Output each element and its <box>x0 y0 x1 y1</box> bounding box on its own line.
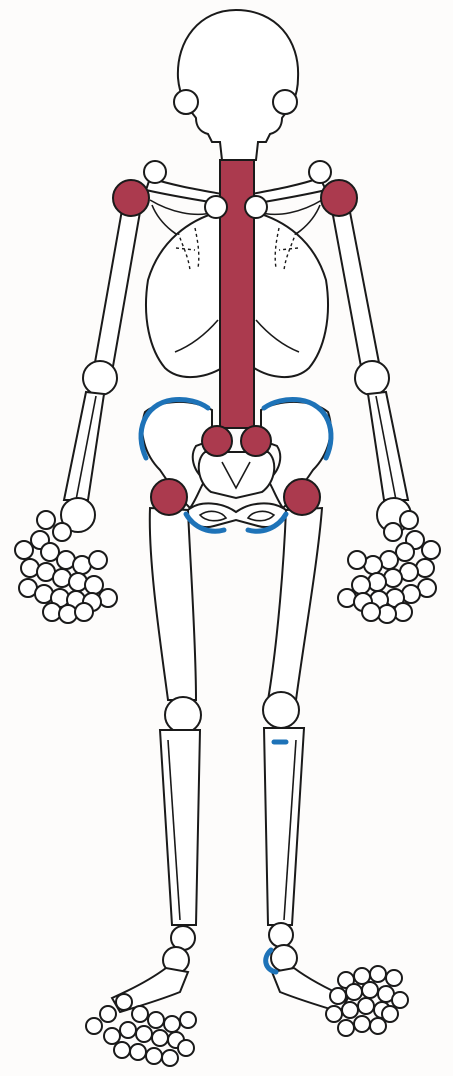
elbow-left <box>83 361 117 395</box>
tibia-right <box>264 728 304 925</box>
hip-joint-right <box>284 479 320 515</box>
toe-joint-right <box>392 992 408 1008</box>
ankle-right <box>269 923 293 947</box>
rib-cage-left <box>146 212 222 377</box>
knee-left <box>165 697 201 733</box>
toe-joint-left <box>104 1028 120 1044</box>
forearm-left <box>64 392 104 500</box>
toe-joint-right <box>330 988 346 1004</box>
toe-joint-left <box>146 1048 162 1064</box>
toe-joint-left <box>120 1022 136 1038</box>
toe-joint-right <box>346 984 362 1000</box>
sacrum <box>199 452 275 498</box>
toe-joint-left <box>130 1044 146 1060</box>
finger-joint-right <box>348 551 366 569</box>
toe-joint-left <box>152 1030 168 1046</box>
finger-joint-left <box>37 511 55 529</box>
toe-joint-left <box>114 1042 130 1058</box>
toe-joint-right <box>370 1018 386 1034</box>
finger-joint-right <box>422 541 440 559</box>
sacroiliac-joint-left <box>202 426 232 456</box>
hip-joint-left <box>151 479 187 515</box>
rib-cage-right <box>254 212 328 377</box>
knee-right <box>263 692 299 728</box>
humerus-left <box>94 210 140 372</box>
sternoclavicular-joint-right <box>245 196 267 218</box>
finger-joint-left <box>75 603 93 621</box>
elbow-right <box>355 361 389 395</box>
acromioclavicular-joint-right <box>309 161 331 183</box>
finger-joint-right <box>362 603 380 621</box>
finger-joint-left <box>69 573 87 591</box>
forearm-right <box>368 392 408 500</box>
finger-joint-right <box>352 576 370 594</box>
toe-joint-left <box>136 1026 152 1042</box>
femur-right <box>268 508 322 700</box>
toe-joint-left <box>86 1018 102 1034</box>
finger-joint-right <box>384 523 402 541</box>
tibia-left <box>160 730 200 925</box>
toe-joint-right <box>362 982 378 998</box>
ankle-right-lower <box>271 945 297 971</box>
toe-joint-left <box>116 994 132 1010</box>
toe-joint-left <box>178 1040 194 1056</box>
sternoclavicular-joint-left <box>205 196 227 218</box>
skull <box>178 10 298 160</box>
sacroiliac-joint-right <box>241 426 271 456</box>
toe-joint-right <box>382 1006 398 1022</box>
toe-joint-left <box>148 1012 164 1028</box>
hand-right <box>338 511 440 623</box>
toe-joint-left <box>180 1012 196 1028</box>
jaw-joint-left <box>174 90 198 114</box>
finger-joint-left <box>89 551 107 569</box>
finger-joint-right <box>368 573 386 591</box>
toe-joint-left <box>100 1006 116 1022</box>
femur-left <box>150 508 196 700</box>
toe-joint-right <box>386 970 402 986</box>
shoulder-joint-right <box>321 180 357 216</box>
jaw-joint-right <box>273 90 297 114</box>
finger-joint-right <box>400 511 418 529</box>
finger-joint-left <box>53 523 71 541</box>
toe-joint-right <box>370 966 386 982</box>
pubic-arch <box>188 503 286 527</box>
shoulder-joint-left <box>113 180 149 216</box>
hand-left <box>15 511 117 623</box>
toes-right <box>326 966 408 1036</box>
finger-joint-left <box>15 541 33 559</box>
toe-joint-left <box>132 1006 148 1022</box>
acromioclavicular-joint-left <box>144 161 166 183</box>
toe-joint-right <box>358 998 374 1014</box>
humerus-right <box>332 210 380 372</box>
toe-joint-right <box>338 1020 354 1036</box>
toe-joint-right <box>354 1016 370 1032</box>
toe-joint-left <box>162 1050 178 1066</box>
finger-joint-left <box>85 576 103 594</box>
toe-joint-right <box>326 1006 342 1022</box>
toe-joint-right <box>342 1002 358 1018</box>
toe-joint-left <box>164 1016 180 1032</box>
